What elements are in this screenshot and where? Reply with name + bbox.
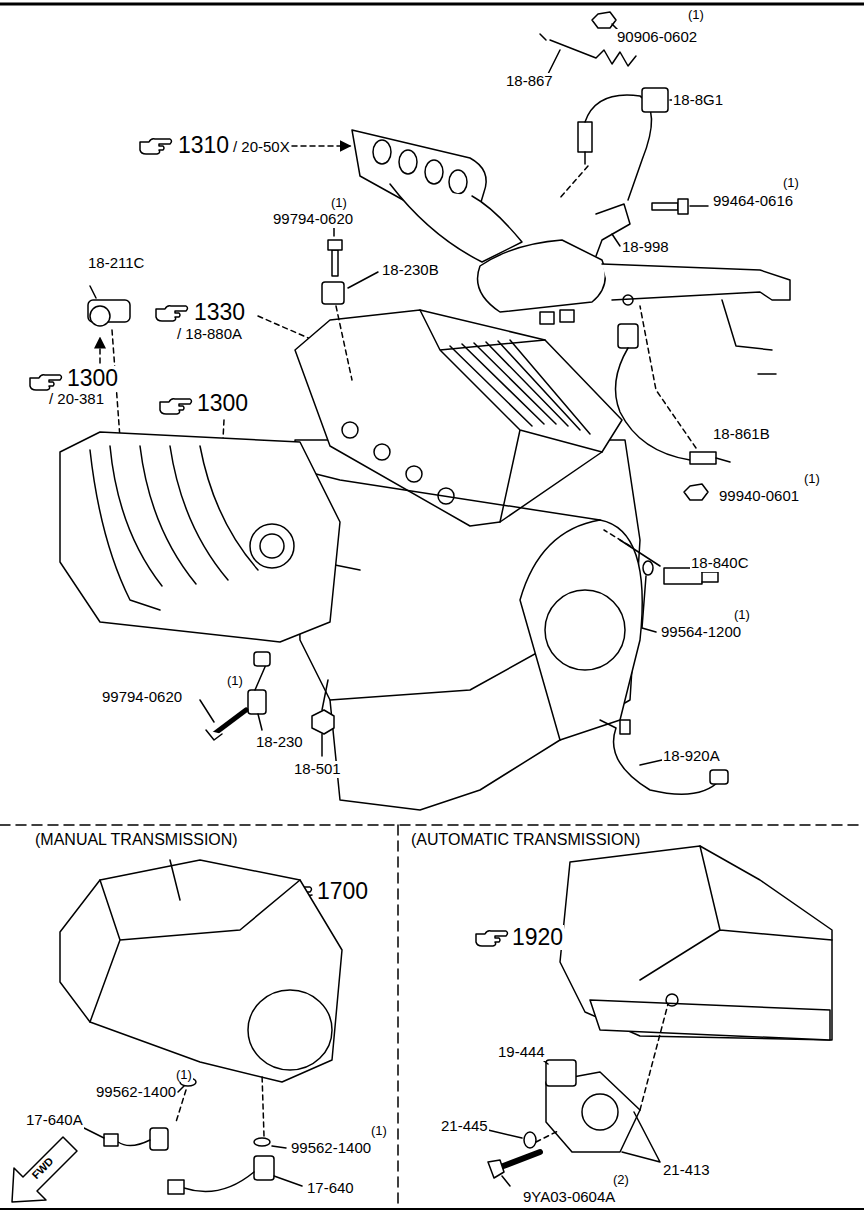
part-number: 19-444 — [497, 1044, 546, 1061]
reference-number: 1920 — [511, 925, 564, 950]
section-heading: (MANUAL TRANSMISSION) — [34, 831, 239, 849]
part-number: 99562-1400 — [290, 1140, 372, 1157]
part-number: 99564-1200 — [660, 624, 742, 641]
part-number: 18-840C — [690, 555, 750, 572]
quantity-note: (1) — [226, 674, 244, 688]
reference-number: / 18-880A — [176, 326, 243, 343]
section-heading: (AUTOMATIC TRANSMISSION) — [410, 831, 641, 849]
quantity-note: (1) — [687, 8, 705, 22]
part-number: 90906-0602 — [616, 29, 698, 46]
part-number: 99794-0620 — [272, 211, 354, 228]
part-number: 18-8G1 — [672, 92, 724, 109]
reference-number: 1300 — [196, 391, 249, 416]
part-number: 18-230B — [381, 262, 440, 279]
part-number: 18-920A — [662, 748, 721, 765]
part-number: 21-445 — [440, 1118, 489, 1135]
reference-number: 1700 — [316, 879, 369, 904]
reference-number: 1300 — [66, 366, 119, 391]
part-number: 99464-0616 — [712, 193, 794, 210]
part-number: 9YA03-0604A — [522, 1189, 616, 1206]
quantity-note: (1) — [803, 472, 821, 486]
quantity-note: (2) — [612, 1173, 630, 1187]
reference-number: / 20-381 — [48, 391, 105, 408]
quantity-note: (1) — [175, 1068, 193, 1082]
part-number: 17-640A — [25, 1112, 84, 1129]
part-number: 99794-0620 — [101, 689, 183, 706]
part-number: 18-501 — [293, 761, 342, 778]
part-number: 18-861B — [712, 426, 771, 443]
part-number: 18-230 — [255, 734, 304, 751]
part-number: 17-640 — [306, 1180, 355, 1197]
part-number: 18-867 — [505, 73, 554, 90]
part-number: 18-211C — [87, 255, 145, 272]
part-number: 99562-1400 — [95, 1084, 177, 1101]
quantity-note: (1) — [733, 608, 751, 622]
reference-number: / 20-50X — [232, 139, 291, 156]
quantity-note: (1) — [330, 196, 348, 210]
reference-number: 1330 — [193, 300, 246, 325]
quantity-note: (1) — [782, 176, 800, 190]
part-number: 18-998 — [621, 239, 670, 256]
part-number: 21-413 — [662, 1162, 711, 1179]
quantity-note: (1) — [370, 1124, 388, 1138]
part-number: 99940-0601 — [718, 488, 800, 505]
reference-number: 1310 — [177, 133, 230, 158]
